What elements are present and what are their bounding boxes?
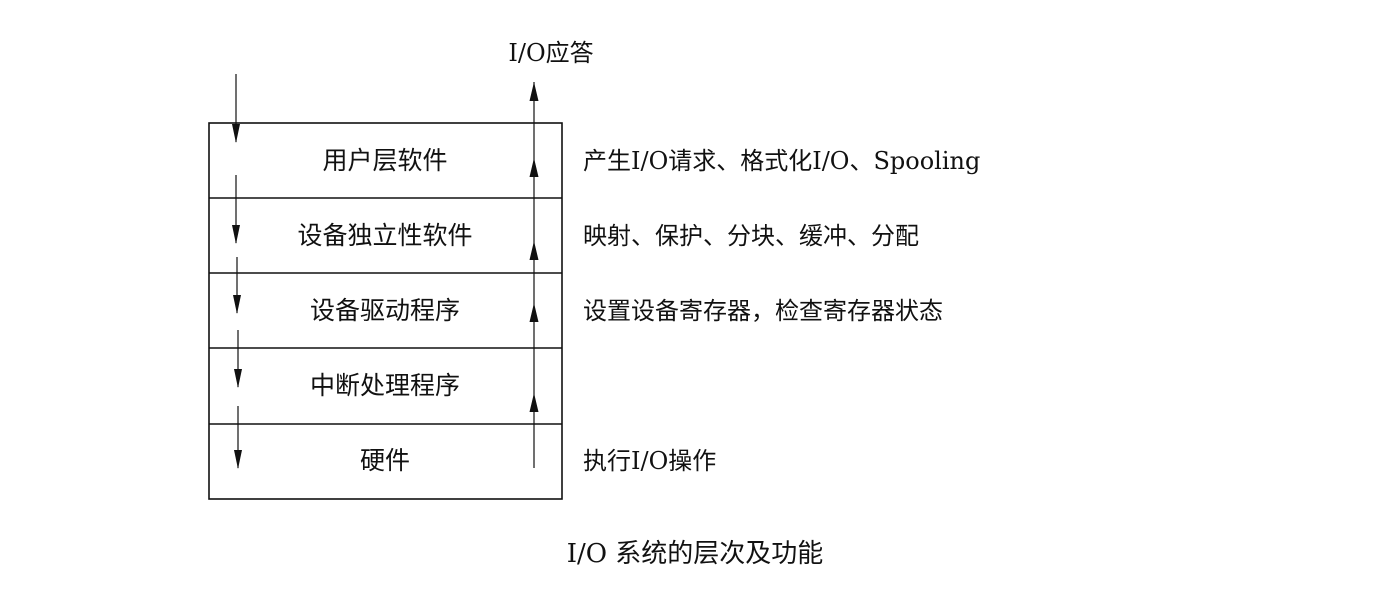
up-arrowhead — [529, 303, 539, 322]
layer-function-device-driver: 设置设备寄存器，检查寄存器状态 — [583, 297, 943, 325]
up-arrowhead — [529, 82, 539, 101]
layer-name-device-independent-software: 设备独立性软件 — [297, 221, 472, 250]
layer-name-user-software: 用户层软件 — [322, 146, 447, 175]
layer-stack-frame — [208, 122, 563, 500]
io-response-label: I/O应答 — [508, 39, 593, 67]
layer-name-interrupt-handler: 中断处理程序 — [310, 371, 460, 400]
layer-function-hardware: 执行I/O操作 — [583, 447, 716, 475]
layer-name-device-driver: 设备驱动程序 — [310, 296, 460, 325]
layer-function-user-software: 产生I/O请求、格式化I/O、Spooling — [583, 147, 980, 175]
response-arrows-up — [529, 82, 539, 468]
up-arrowhead — [529, 241, 539, 260]
layer-name-hardware: 硬件 — [360, 446, 410, 475]
request-arrows-down — [232, 74, 242, 469]
up-arrowhead — [529, 158, 539, 177]
up-arrowhead — [529, 393, 539, 412]
layer-stack — [208, 122, 563, 500]
layer-function-device-independent-software: 映射、保护、分块、缓冲、分配 — [583, 222, 919, 250]
diagram-caption: I/O 系统的层次及功能 — [567, 539, 824, 569]
